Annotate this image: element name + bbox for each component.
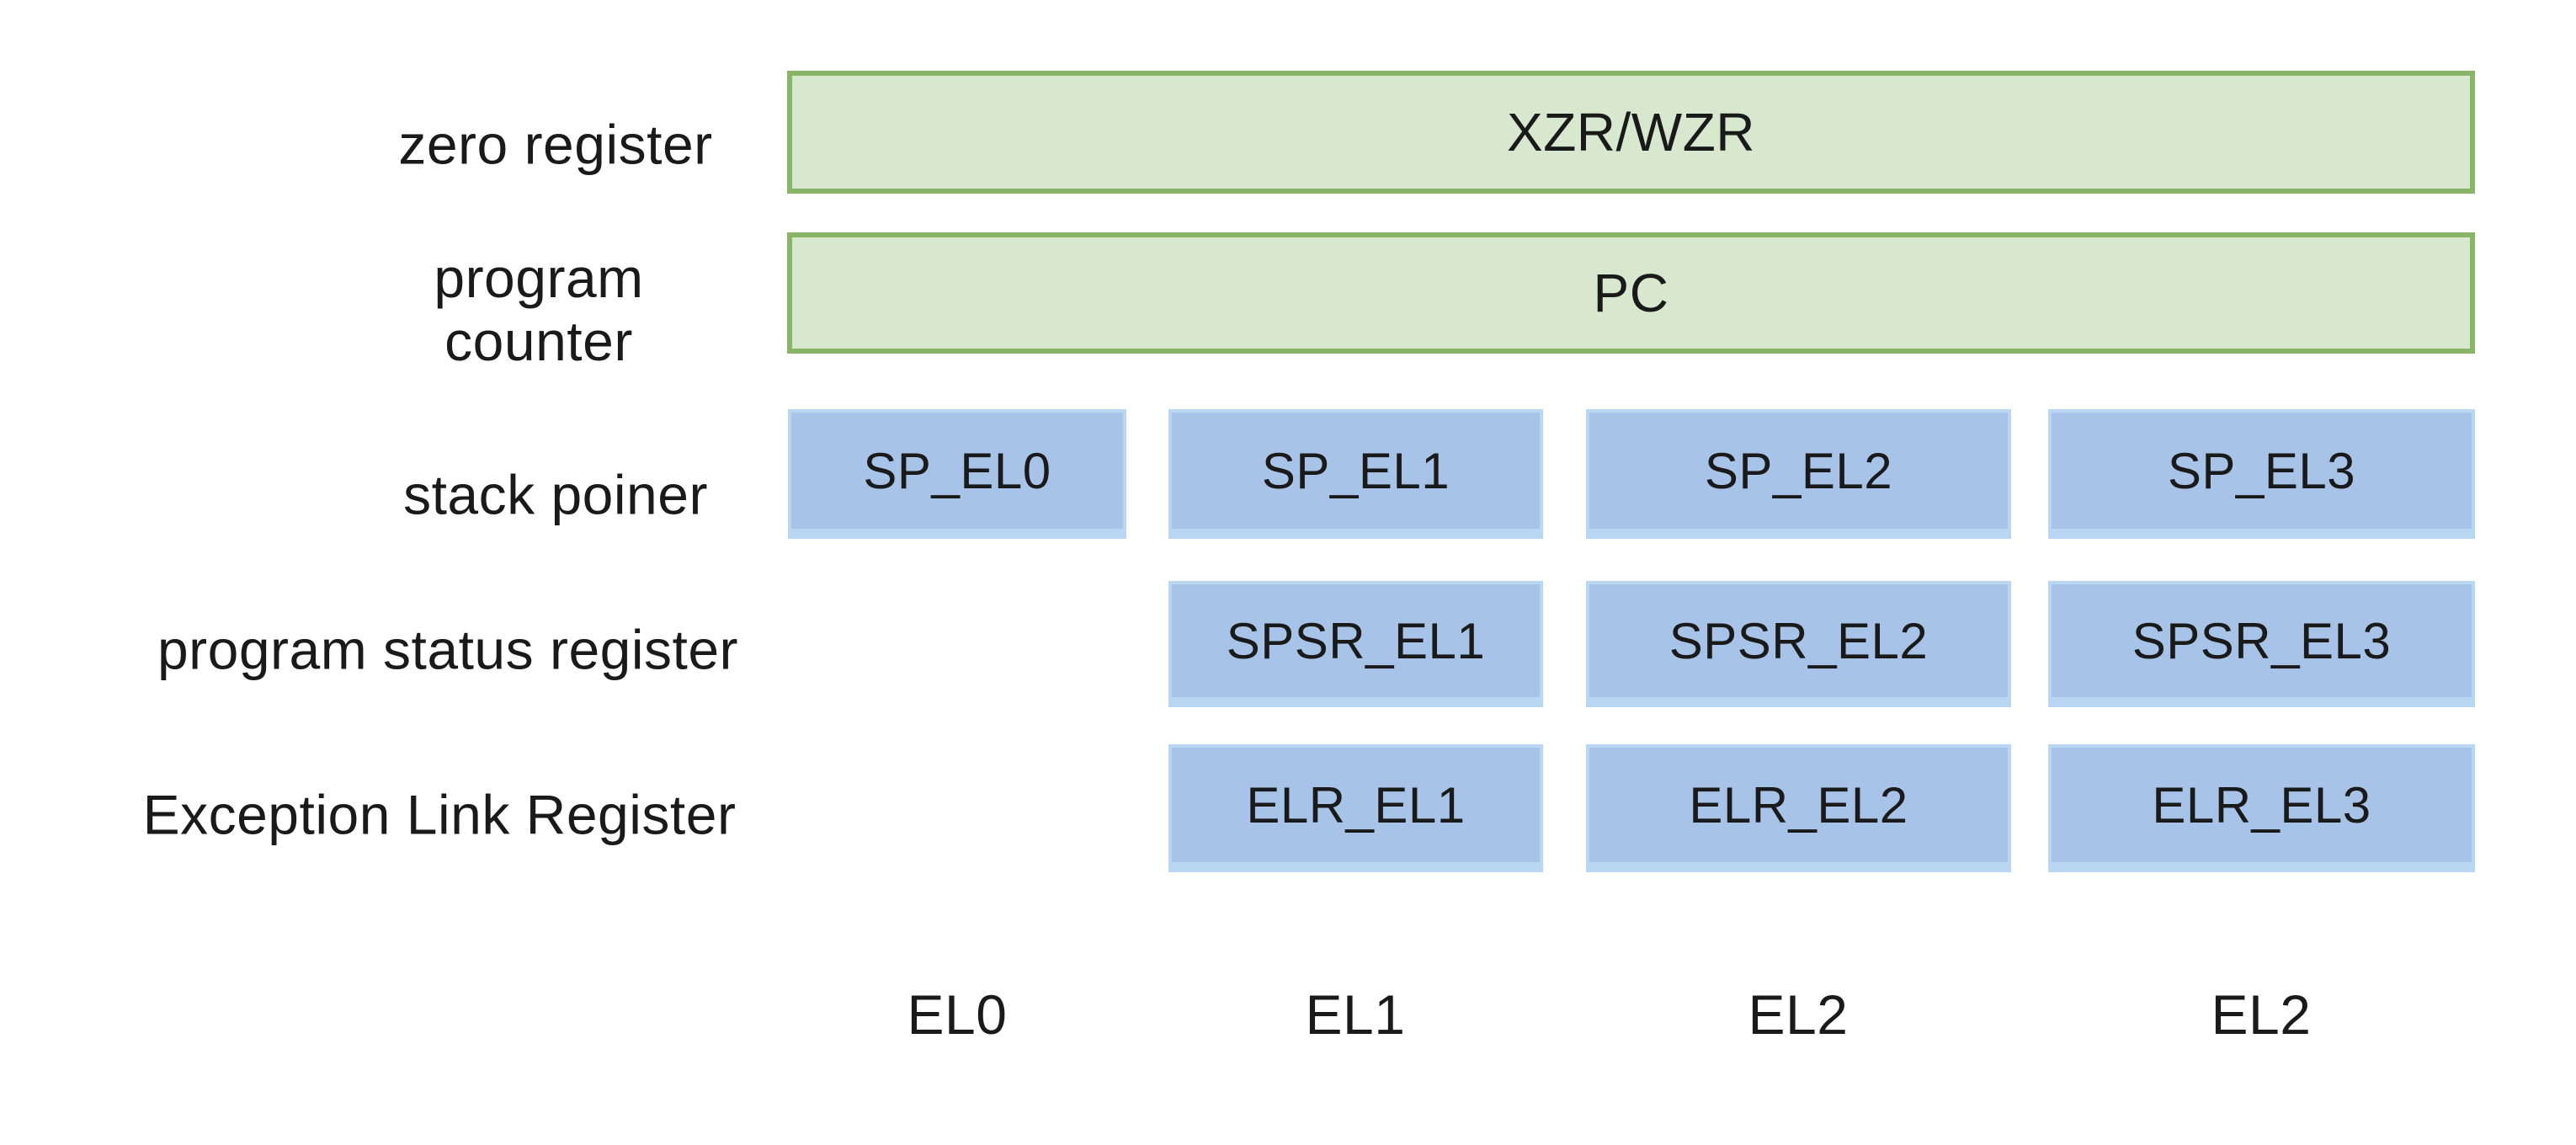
register-box-elr-el3-label: ELR_EL3 xyxy=(2152,776,2371,833)
register-box-spsr-el2-label: SPSR_EL2 xyxy=(1669,612,1929,669)
exception-level-label-3: EL2 xyxy=(2211,983,2312,1046)
register-box-sp-el2: SP_EL2 xyxy=(1586,409,2011,539)
register-box-spsr-el3-label: SPSR_EL3 xyxy=(2132,612,2392,669)
exception-level-label-0: EL0 xyxy=(907,983,1008,1046)
exception-level-label-2: EL2 xyxy=(1748,983,1849,1046)
row-label-program-counter: program counter xyxy=(434,246,644,372)
register-box-spsr-el3: SPSR_EL3 xyxy=(2048,581,2475,707)
exception-level-label-1: EL1 xyxy=(1305,983,1406,1046)
register-box-spsr-el1: SPSR_EL1 xyxy=(1168,581,1543,707)
register-box-spsr-el1-label: SPSR_EL1 xyxy=(1226,612,1486,669)
register-box-elr-el1-label: ELR_EL1 xyxy=(1246,776,1466,833)
register-box-xzr-wzr-label: XZR/WZR xyxy=(1507,102,1755,162)
register-box-sp-el3: SP_EL3 xyxy=(2048,409,2475,539)
register-box-sp-el1-label: SP_EL1 xyxy=(1261,442,1450,499)
register-box-elr-el2: ELR_EL2 xyxy=(1586,744,2011,872)
row-label-program-status-register: program status register xyxy=(157,618,739,681)
row-label-zero-register: zero register xyxy=(398,113,713,176)
register-box-elr-el1: ELR_EL1 xyxy=(1168,744,1543,872)
register-box-sp-el0-label: SP_EL0 xyxy=(863,442,1051,499)
register-box-sp-el1: SP_EL1 xyxy=(1168,409,1543,539)
register-box-sp-el2-label: SP_EL2 xyxy=(1704,442,1893,499)
register-box-elr-el3: ELR_EL3 xyxy=(2048,744,2475,872)
register-box-sp-el0: SP_EL0 xyxy=(788,409,1126,539)
register-box-xzr-wzr: XZR/WZR xyxy=(787,71,2475,194)
register-box-pc-label: PC xyxy=(1593,263,1669,323)
register-box-sp-el3-label: SP_EL3 xyxy=(2167,442,2356,499)
register-box-elr-el2-label: ELR_EL2 xyxy=(1689,776,1908,833)
row-label-stack-pointer: stack poiner xyxy=(403,463,708,526)
register-box-spsr-el2: SPSR_EL2 xyxy=(1586,581,2011,707)
register-box-pc: PC xyxy=(787,232,2475,354)
row-label-exception-link-register: Exception Link Register xyxy=(142,783,737,846)
